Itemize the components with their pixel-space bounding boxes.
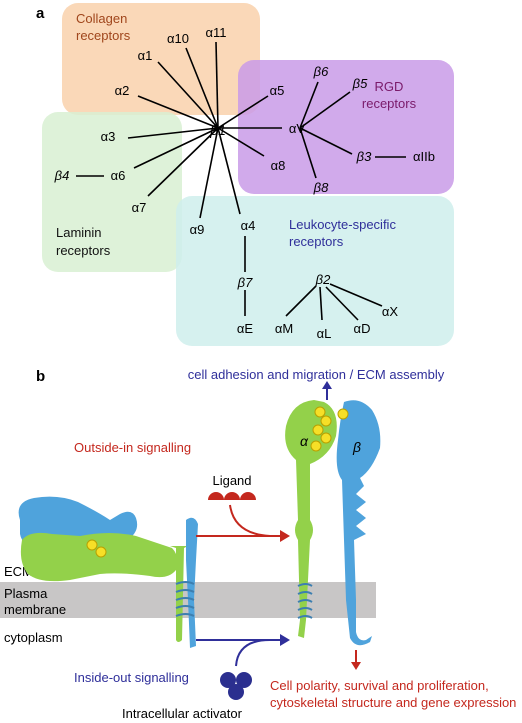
node-a9: α9 [190,222,205,237]
integrin-node-labels: β1 α1 α2 α10 α11 α3 α6 α7 β4 α5 αV α8 α9… [54,25,435,341]
outside-in-arrow [196,504,290,542]
node-aX: αX [382,304,399,319]
beta-label: β [352,439,361,455]
node-a10: α10 [167,31,189,46]
edge-b2-aM [285,285,317,317]
edge-b2-aD [325,286,359,321]
edge-b1-a5 [217,95,269,129]
node-b8: β8 [313,180,329,195]
edge-b1-a3 [127,127,219,139]
edge-b1-a6 [133,127,219,169]
rgd-group-box [238,60,454,194]
laminin-group-box [42,112,182,272]
inactive-integrin [18,496,198,648]
node-aL: αL [317,326,332,341]
edge-b2-aX [329,283,383,307]
integrin-network-edges [76,41,406,321]
inside-out-arrow [196,634,290,667]
inside-out-label: Inside-out signalling [74,670,189,685]
node-b5: β5 [352,76,368,91]
activator-label: Intracellular activator [122,706,243,721]
edge-b1-a4 [217,127,241,215]
edge-b1-a1 [157,61,219,129]
collagen-label-1: Collagen [76,11,127,26]
rgd-label-2: receptors [362,96,417,111]
top-output-text: cell adhesion and migration / ECM assemb… [188,367,445,382]
panel-b-label: b [36,368,45,385]
node-a11: α11 [205,25,226,40]
plasma-label: Plasma [4,586,48,601]
node-aD: αD [354,321,371,336]
node-a4: α4 [241,218,256,233]
activator-icon [220,672,252,700]
collagen-group-box [62,3,260,115]
node-a1: α1 [138,48,153,63]
laminin-label-1: Laminin [56,225,102,240]
edge-b1-a2 [137,95,219,129]
node-aM: αM [275,321,293,336]
collagen-label-2: receptors [76,28,131,43]
rgd-label-1: RGD [375,79,404,94]
edge-aV-b3 [299,127,353,155]
laminin-label-2: receptors [56,243,111,258]
ligand-label: Ligand [212,473,251,488]
down-arrow-icon [351,650,361,670]
leukocyte-label-1: Leukocyte-specific [289,217,396,232]
edge-b1-a10 [185,47,219,129]
outside-in-label: Outside-in signalling [74,440,191,455]
node-a2: α2 [115,83,130,98]
edge-b1-a11 [215,41,219,129]
edge-b1-a8 [217,127,265,157]
node-aIIb: αIIb [413,149,435,164]
node-a3: α3 [101,129,116,144]
edge-aV-b8 [299,127,317,179]
cytoplasm-label: cytoplasm [4,630,63,645]
node-aE: αE [237,321,254,336]
node-a6: α6 [111,168,126,183]
leukocyte-label-2: receptors [289,234,344,249]
edge-aV-b6 [299,81,319,129]
ligand-icon [208,492,256,500]
panel-a-label: a [36,5,45,22]
alpha-label: α [300,433,309,449]
node-b2: β2 [315,272,331,287]
node-b6: β6 [313,64,329,79]
edge-b2-aL [319,286,323,321]
node-b7: β7 [237,275,253,290]
node-aV: αV [289,121,306,136]
edge-b1-a7 [147,127,219,197]
membrane-label: membrane [4,602,66,617]
node-b3: β3 [356,149,372,164]
node-a8: α8 [271,158,286,173]
up-arrow-icon [322,381,332,400]
node-a5: α5 [270,83,285,98]
node-b1: β1 [209,122,226,138]
bottom-output-line-2: cytoskeletal structure and gene expressi… [270,695,516,710]
active-integrin: α β [285,400,381,646]
edge-b1-a9 [199,127,219,219]
node-a7: α7 [132,200,147,215]
node-b4: β4 [54,168,70,183]
bottom-output-line-1: Cell polarity, survival and proliferatio… [270,678,489,693]
edge-aV-b5 [299,91,351,129]
